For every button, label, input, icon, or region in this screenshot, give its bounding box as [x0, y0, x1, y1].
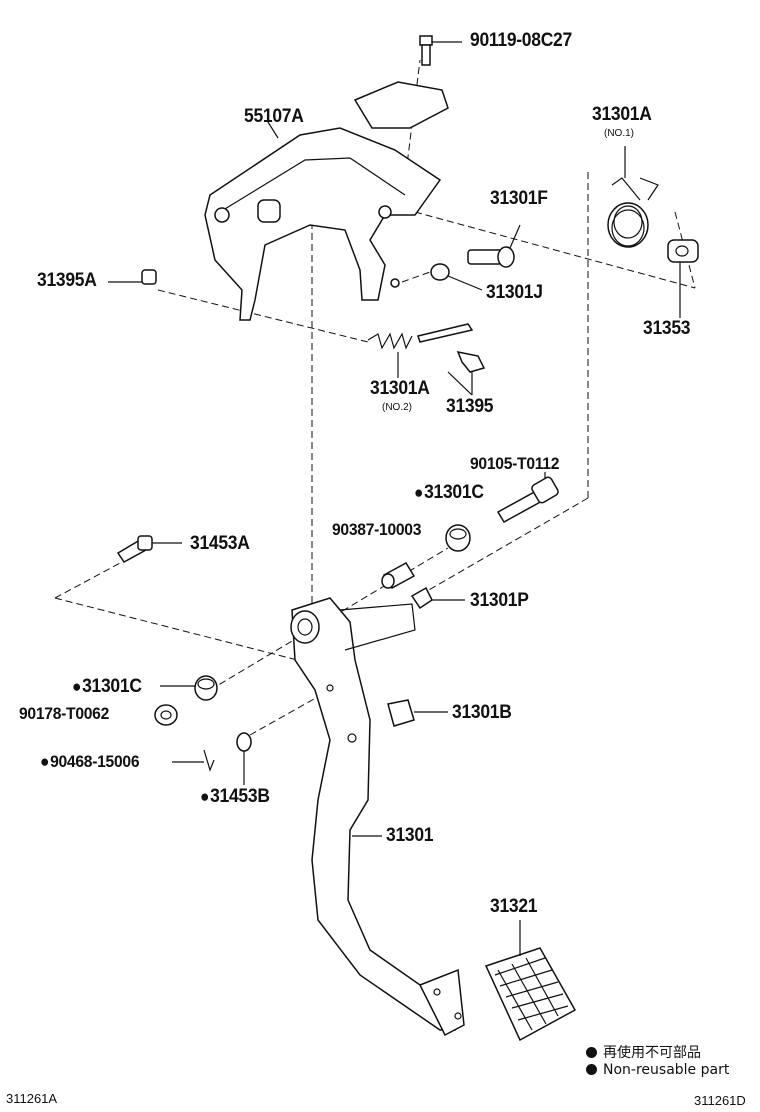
- assembly-dashed-lines: [54, 59, 696, 736]
- label-31301: 31301: [386, 825, 434, 846]
- bushing-31301c-upper: [445, 524, 471, 552]
- bolt-90119: [419, 35, 462, 66]
- label-90468-15006: 90468-15006: [40, 752, 139, 772]
- label-31453b: 31453B: [200, 786, 270, 808]
- footer-left-code: 311261A: [6, 1091, 58, 1106]
- label-90105-t0112: 90105-T0112: [470, 454, 560, 473]
- label-31301p: 31301P: [470, 590, 529, 611]
- nut-90178: [154, 704, 178, 726]
- label-31395a: 31395A: [37, 270, 97, 291]
- label-31395: 31395: [446, 396, 494, 417]
- pedal-pad-31321: [484, 920, 577, 1042]
- collar-90387: [381, 562, 416, 589]
- bolt-31453b: [236, 732, 252, 785]
- bolt-31453a: [116, 535, 182, 563]
- bushing-31353: [667, 239, 699, 318]
- bracket-55107a: [204, 81, 449, 321]
- label-31301a-no2-sub: (NO.2): [382, 402, 412, 413]
- label-31301c-left: 31301C: [72, 676, 142, 698]
- label-31301a-no1-sub: (NO.1): [604, 128, 634, 139]
- stopper-31301b: [387, 699, 448, 727]
- clip-31395a: [108, 269, 157, 285]
- legend-japanese: 再使用不可部品: [586, 1042, 701, 1062]
- spring-31301a-no2: [367, 323, 474, 378]
- bolt-90105: [496, 472, 559, 524]
- label-31353: 31353: [643, 318, 691, 339]
- legend-japanese-text: 再使用不可部品: [603, 1045, 701, 1061]
- bullet-icon: [586, 1047, 597, 1058]
- pin-90468: [172, 749, 215, 772]
- clip-31301p: [410, 586, 465, 610]
- collar-31301j: [430, 263, 483, 291]
- spring-31301a-no1: [607, 146, 659, 248]
- label-90178-t0062: 90178-T0062: [19, 704, 110, 723]
- label-90387-10003: 90387-10003: [332, 520, 422, 539]
- label-31453a: 31453A: [190, 533, 250, 554]
- label-31301b: 31301B: [452, 702, 512, 723]
- bolt-31301f: [467, 224, 521, 268]
- label-31321: 31321: [490, 896, 538, 917]
- footer-right-code: 311261D: [694, 1093, 746, 1108]
- clip-31395: [456, 350, 486, 395]
- label-31301a-no1: 31301A: [592, 104, 652, 125]
- label-31301f: 31301F: [490, 188, 548, 209]
- bushing-31301c-lower: [160, 675, 218, 701]
- label-31301c-top: 31301C: [414, 482, 484, 504]
- label-31301a-no2: 31301A: [370, 378, 430, 399]
- legend-english-text: Non-reusable part: [603, 1062, 730, 1078]
- bullet-icon: [586, 1064, 597, 1075]
- label-31301j: 31301J: [486, 282, 543, 303]
- legend-english: Non-reusable part: [586, 1062, 729, 1078]
- pedal-arm-31301: [290, 597, 465, 1037]
- leader-lines: [447, 371, 473, 396]
- label-55107a: 55107A: [244, 106, 304, 127]
- label-90119-08c27: 90119-08C27: [470, 30, 572, 51]
